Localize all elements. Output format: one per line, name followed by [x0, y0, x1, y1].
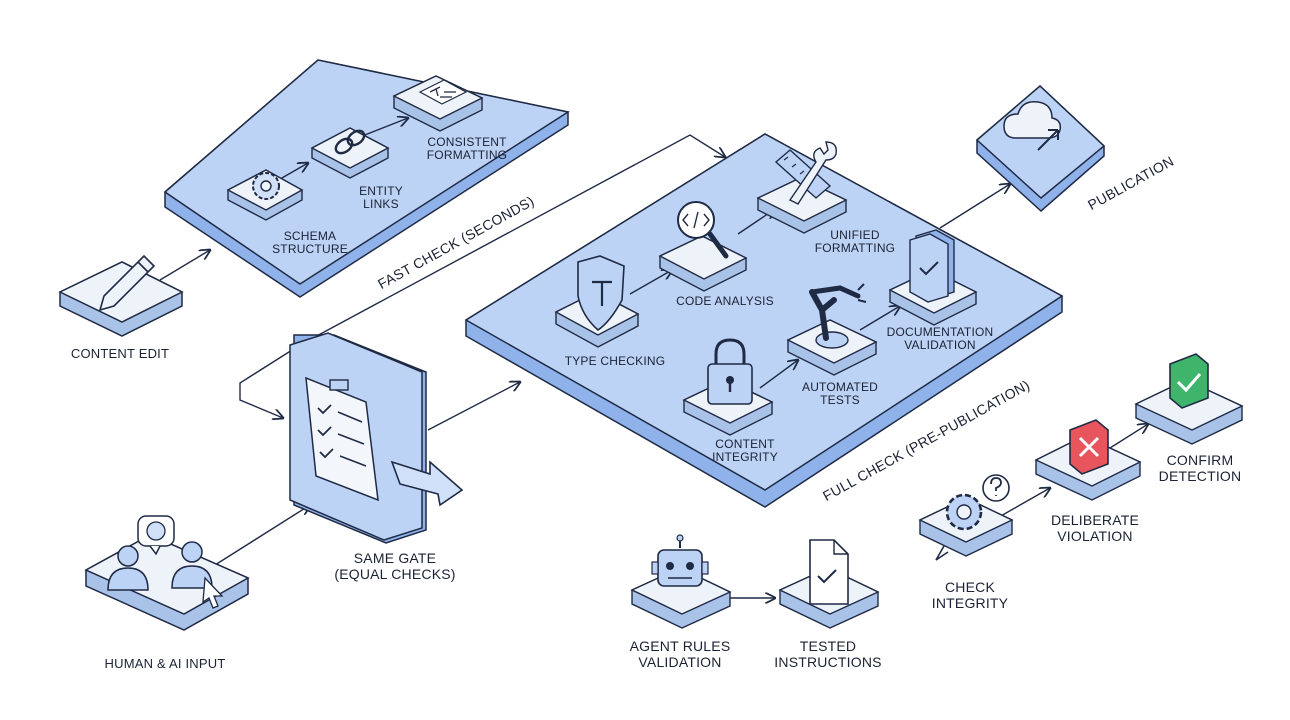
connectors — [159, 118, 1148, 598]
shield-t-icon — [577, 255, 625, 332]
file-check-icon — [809, 539, 849, 605]
confirm-detection-label: CONFIRM DETECTION — [1158, 452, 1242, 484]
tested-instructions-label: TESTED INSTRUCTIONS — [774, 638, 882, 670]
documentation-validation-label: DOCUMENTATION VALIDATION — [886, 325, 994, 353]
content-edit-label: CONTENT EDIT — [70, 346, 170, 361]
robot-icon — [651, 534, 709, 587]
cloud-upload-icon — [1003, 101, 1062, 151]
document-check-icon — [909, 229, 955, 303]
red-x-icon — [1069, 419, 1109, 475]
check-integrity-label: CHECK INTEGRITY — [931, 579, 1009, 611]
consistent-formatting-tile — [392, 75, 484, 132]
content-integrity-label: CONTENT INTEGRITY — [712, 437, 778, 465]
human-ai-input-label: HUMAN & AI INPUT — [104, 656, 226, 671]
code-analysis-label: CODE ANALYSIS — [676, 294, 774, 308]
ruler-wrench-icon — [774, 141, 837, 205]
deliberate-violation-label: DELIBERATE VIOLATION — [1050, 512, 1140, 544]
type-checking-label: TYPE CHECKING — [564, 354, 666, 368]
schema-structure-label: SCHEMA STRUCTURE — [272, 229, 348, 257]
agent-rules-validation-label: AGENT RULES VALIDATION — [629, 638, 731, 670]
entity-links-label: ENTITY LINKS — [359, 184, 403, 212]
gear-question-icon — [935, 474, 1010, 561]
schema-structure-tile — [226, 169, 304, 221]
clipboard-checklist-icon — [305, 376, 464, 507]
padlock-icon — [707, 338, 753, 405]
magnifier-code-icon — [677, 201, 729, 259]
automated-tests-label: AUTOMATED TESTS — [801, 380, 879, 408]
fast-check-platform — [163, 59, 570, 298]
pencil-icon — [98, 254, 156, 312]
robot-arm-icon — [809, 283, 867, 349]
full-check-platform — [464, 133, 1064, 508]
people-brain-icon — [107, 515, 224, 609]
same-gate-label: SAME GATE (EQUAL CHECKS) — [334, 550, 456, 582]
consistent-formatting-label: CONSISTENT FORMATTING — [426, 135, 508, 163]
entity-links-tile — [310, 127, 390, 179]
green-check-icon — [1169, 353, 1209, 409]
unified-formatting-label: UNIFIED FORMATTING — [814, 228, 896, 256]
